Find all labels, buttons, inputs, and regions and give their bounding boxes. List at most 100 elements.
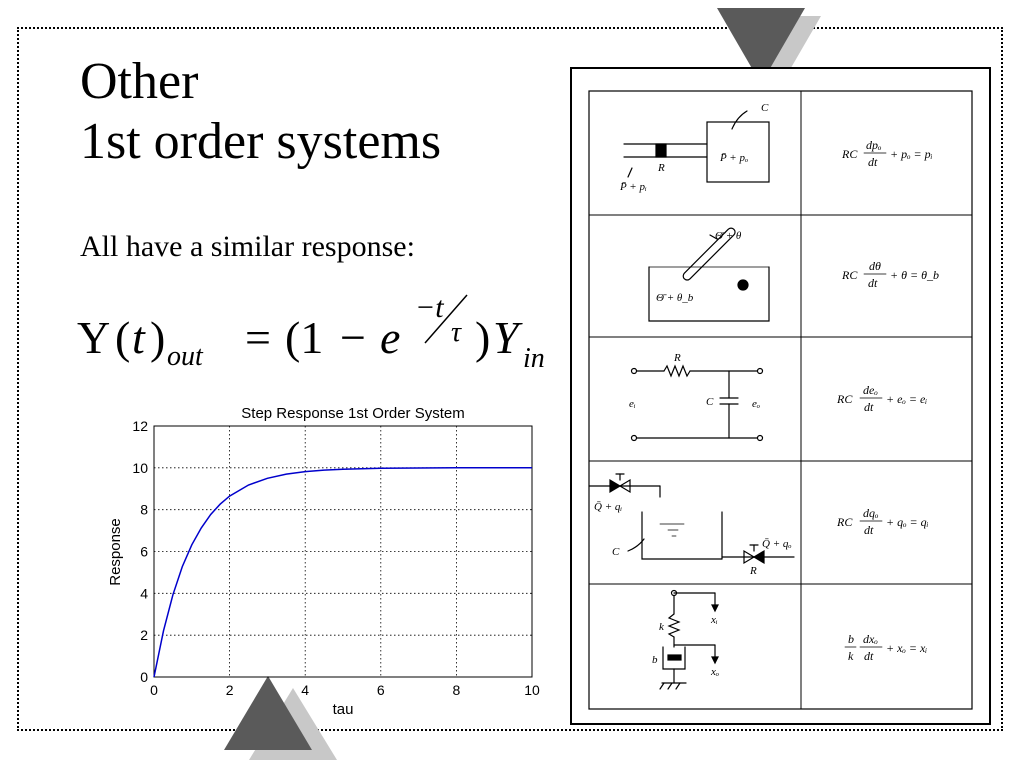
eq1-num: dpₒ <box>866 138 882 152</box>
eq2-rest: + θ = θ_b <box>890 268 939 282</box>
label-resistance-1: R <box>657 162 665 174</box>
eq-exp-den: τ <box>451 317 462 348</box>
chart-title: Step Response 1st Order System <box>241 405 464 422</box>
thermal-system-diagram <box>648 227 770 322</box>
eq4-prefix: RC <box>836 515 853 529</box>
y-tick-label: 12 <box>132 418 148 434</box>
label-resistor: R <box>673 352 681 364</box>
mechanical-system-diagram <box>659 589 719 690</box>
x-tick-label: 2 <box>226 682 234 698</box>
eq1-prefix: RC <box>841 147 858 161</box>
top-triangle-decoration <box>717 8 821 92</box>
eq-lhs-symbol: Y <box>77 312 110 363</box>
thermometer <box>682 227 736 281</box>
bottom-triangle <box>224 676 312 750</box>
slide-subtitle: All have a similar response: <box>80 230 415 263</box>
label-tank-pressure: P̄ + pₒ <box>719 152 748 164</box>
equation-row-5: b k dxₒ dt + xₒ = xᵢ <box>844 632 927 663</box>
eq4-rest: + qₒ = qᵢ <box>886 515 929 529</box>
eq-lhs-close: ) <box>150 312 165 363</box>
chart-grid <box>154 426 532 677</box>
y-tick-label: 6 <box>140 544 148 560</box>
eq1-rest: + pₒ = pᵢ <box>890 147 933 161</box>
eq3-prefix: RC <box>836 392 853 406</box>
y-tick-label: 0 <box>140 669 148 685</box>
label-outlet-valve: R <box>749 565 757 577</box>
restriction-block <box>655 143 667 158</box>
label-input-displacement: xᵢ <box>710 614 718 626</box>
pressure-tank <box>706 121 770 183</box>
eq4-den: dt <box>864 523 874 537</box>
bottom-triangle-decoration <box>224 676 337 760</box>
eq-exp-num: −t <box>415 291 444 324</box>
y-tick-label: 2 <box>140 627 148 643</box>
eq5-num: dxₒ <box>863 632 878 646</box>
label-output-voltage: eₒ <box>752 398 760 410</box>
eq-minus: − <box>340 312 366 363</box>
y-tick-label: 4 <box>140 585 148 601</box>
eq1-den: dt <box>868 155 878 169</box>
x-axis-label: tau <box>333 701 354 718</box>
label-inlet-pressure: P̄ + pᵢ <box>619 181 647 193</box>
inlet-valve-icon <box>609 478 622 494</box>
equation-row-4: RC dqₒ dt + qₒ = qᵢ <box>836 506 929 537</box>
electrical-system-diagram <box>630 364 764 442</box>
eq3-rest: + eₒ = eᵢ <box>886 392 927 406</box>
thermometer-bulb <box>737 279 749 291</box>
table-outline <box>588 90 973 710</box>
y-tick-label: 10 <box>132 460 148 476</box>
damper-piston <box>667 654 682 661</box>
eq-lhs-sub: out <box>167 341 204 372</box>
label-tank-capacitance: C <box>612 546 620 558</box>
x-tick-label: 0 <box>150 682 158 698</box>
outlet-valve-icon-right <box>752 549 765 565</box>
x-tick-label: 4 <box>301 682 309 698</box>
outlet-valve-icon <box>743 549 756 565</box>
eq-paren-open: (1 <box>285 312 323 363</box>
label-damper: b <box>652 654 658 666</box>
eq5-coef-den: k <box>848 649 854 663</box>
eq5-rest: + xₒ = xᵢ <box>886 641 927 655</box>
eq-paren-close: ) <box>475 312 490 363</box>
slide-border <box>17 27 1003 731</box>
resistor-symbol <box>663 364 691 378</box>
eq2-den: dt <box>868 276 878 290</box>
label-capacitor: C <box>706 396 714 408</box>
top-triangle <box>717 8 805 84</box>
label-output-displacement: xₒ <box>710 666 719 678</box>
response-equation: Y ( t ) out = (1 − e −t τ ) Y in <box>77 291 545 374</box>
eq-equals: = <box>245 312 271 363</box>
label-input-voltage: eᵢ <box>629 398 636 410</box>
label-inflow: Q̄ + qᵢ <box>594 501 622 513</box>
eq2-num: dθ <box>869 259 881 273</box>
x-tick-label: 8 <box>453 682 461 698</box>
eq-exp-slash <box>424 294 468 344</box>
eq3-den: dt <box>864 400 874 414</box>
eq3-num: deₒ <box>863 383 878 397</box>
slide-title: Other 1st order systems <box>80 52 441 172</box>
spring-symbol <box>667 613 681 638</box>
eq-rhs-sub: in <box>523 343 545 374</box>
title-line-2: 1st order systems <box>80 113 442 170</box>
equation-row-3: RC deₒ dt + eₒ = eᵢ <box>836 383 927 414</box>
label-spring: k <box>659 621 665 633</box>
equation-row-1: RC dpₒ dt + pₒ = pᵢ <box>841 138 933 169</box>
y-tick-label: 8 <box>140 502 148 518</box>
label-capacitance-1: C <box>761 102 769 114</box>
series-line <box>153 467 532 678</box>
eq4-num: dqₒ <box>863 506 879 520</box>
eq-lhs-var: t <box>132 312 146 363</box>
step-response-chart: Step Response 1st Order System 0 2 4 6 8 10 0 2… <box>107 405 540 718</box>
eq5-den: dt <box>864 649 874 663</box>
equation-row-2: RC dθ dt + θ = θ_b <box>841 259 939 290</box>
x-tick-label: 10 <box>524 682 540 698</box>
pneumatic-system-diagram <box>623 110 770 183</box>
inlet-valve-icon-right <box>618 478 631 494</box>
systems-table-drawing: C R P̄ + pᵢ P̄ + pₒ RC dpₒ dt + pₒ = pᵢ <box>588 90 973 710</box>
label-probe-temp: Θ̄ + θ <box>715 230 742 242</box>
eq5-coef-num: b <box>848 632 854 646</box>
liquid-level-system-diagram <box>588 473 795 565</box>
label-outflow: Q̄ + qₒ <box>762 538 792 550</box>
eq-rhs-symbol: Y <box>493 312 523 363</box>
